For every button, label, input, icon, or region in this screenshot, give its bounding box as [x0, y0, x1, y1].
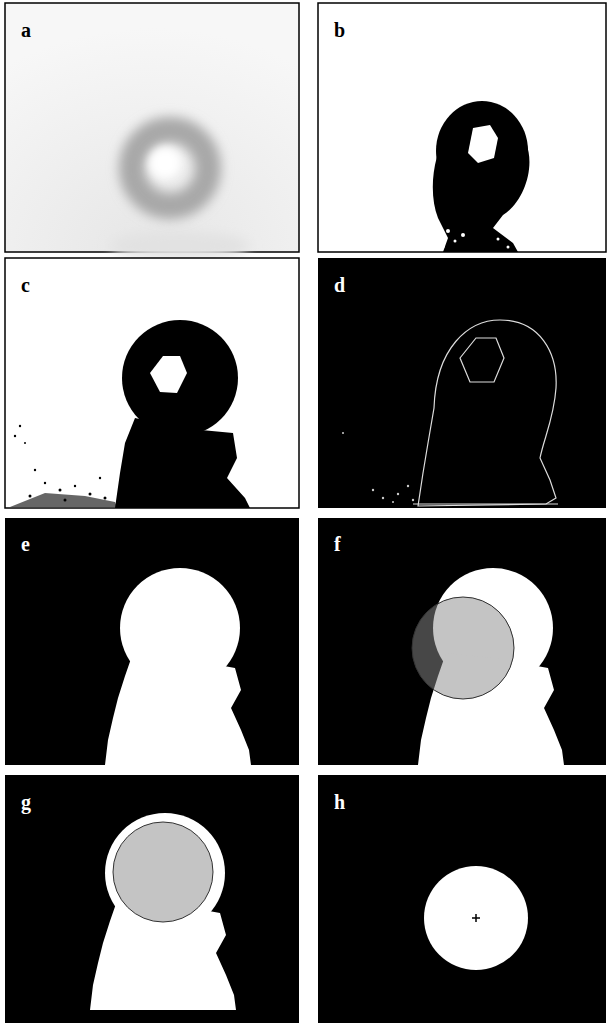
panel-letter: g: [21, 792, 31, 812]
panel-letter: e: [21, 534, 30, 554]
panel-letter: f: [334, 534, 341, 554]
panel-letter: c: [21, 275, 30, 295]
panel-a: [5, 3, 299, 260]
panel-letter: d: [334, 275, 345, 295]
panel-b: [318, 3, 606, 252]
panel-letter: a: [21, 20, 31, 40]
panel-d: [318, 258, 606, 508]
panel-f: [318, 518, 606, 765]
panel-letter: b: [334, 20, 345, 40]
panel-g: [5, 775, 299, 1023]
panel-e: [5, 518, 299, 765]
panel-letter: h: [334, 792, 345, 812]
panel-c: [5, 258, 299, 508]
panel-h: [318, 775, 606, 1023]
